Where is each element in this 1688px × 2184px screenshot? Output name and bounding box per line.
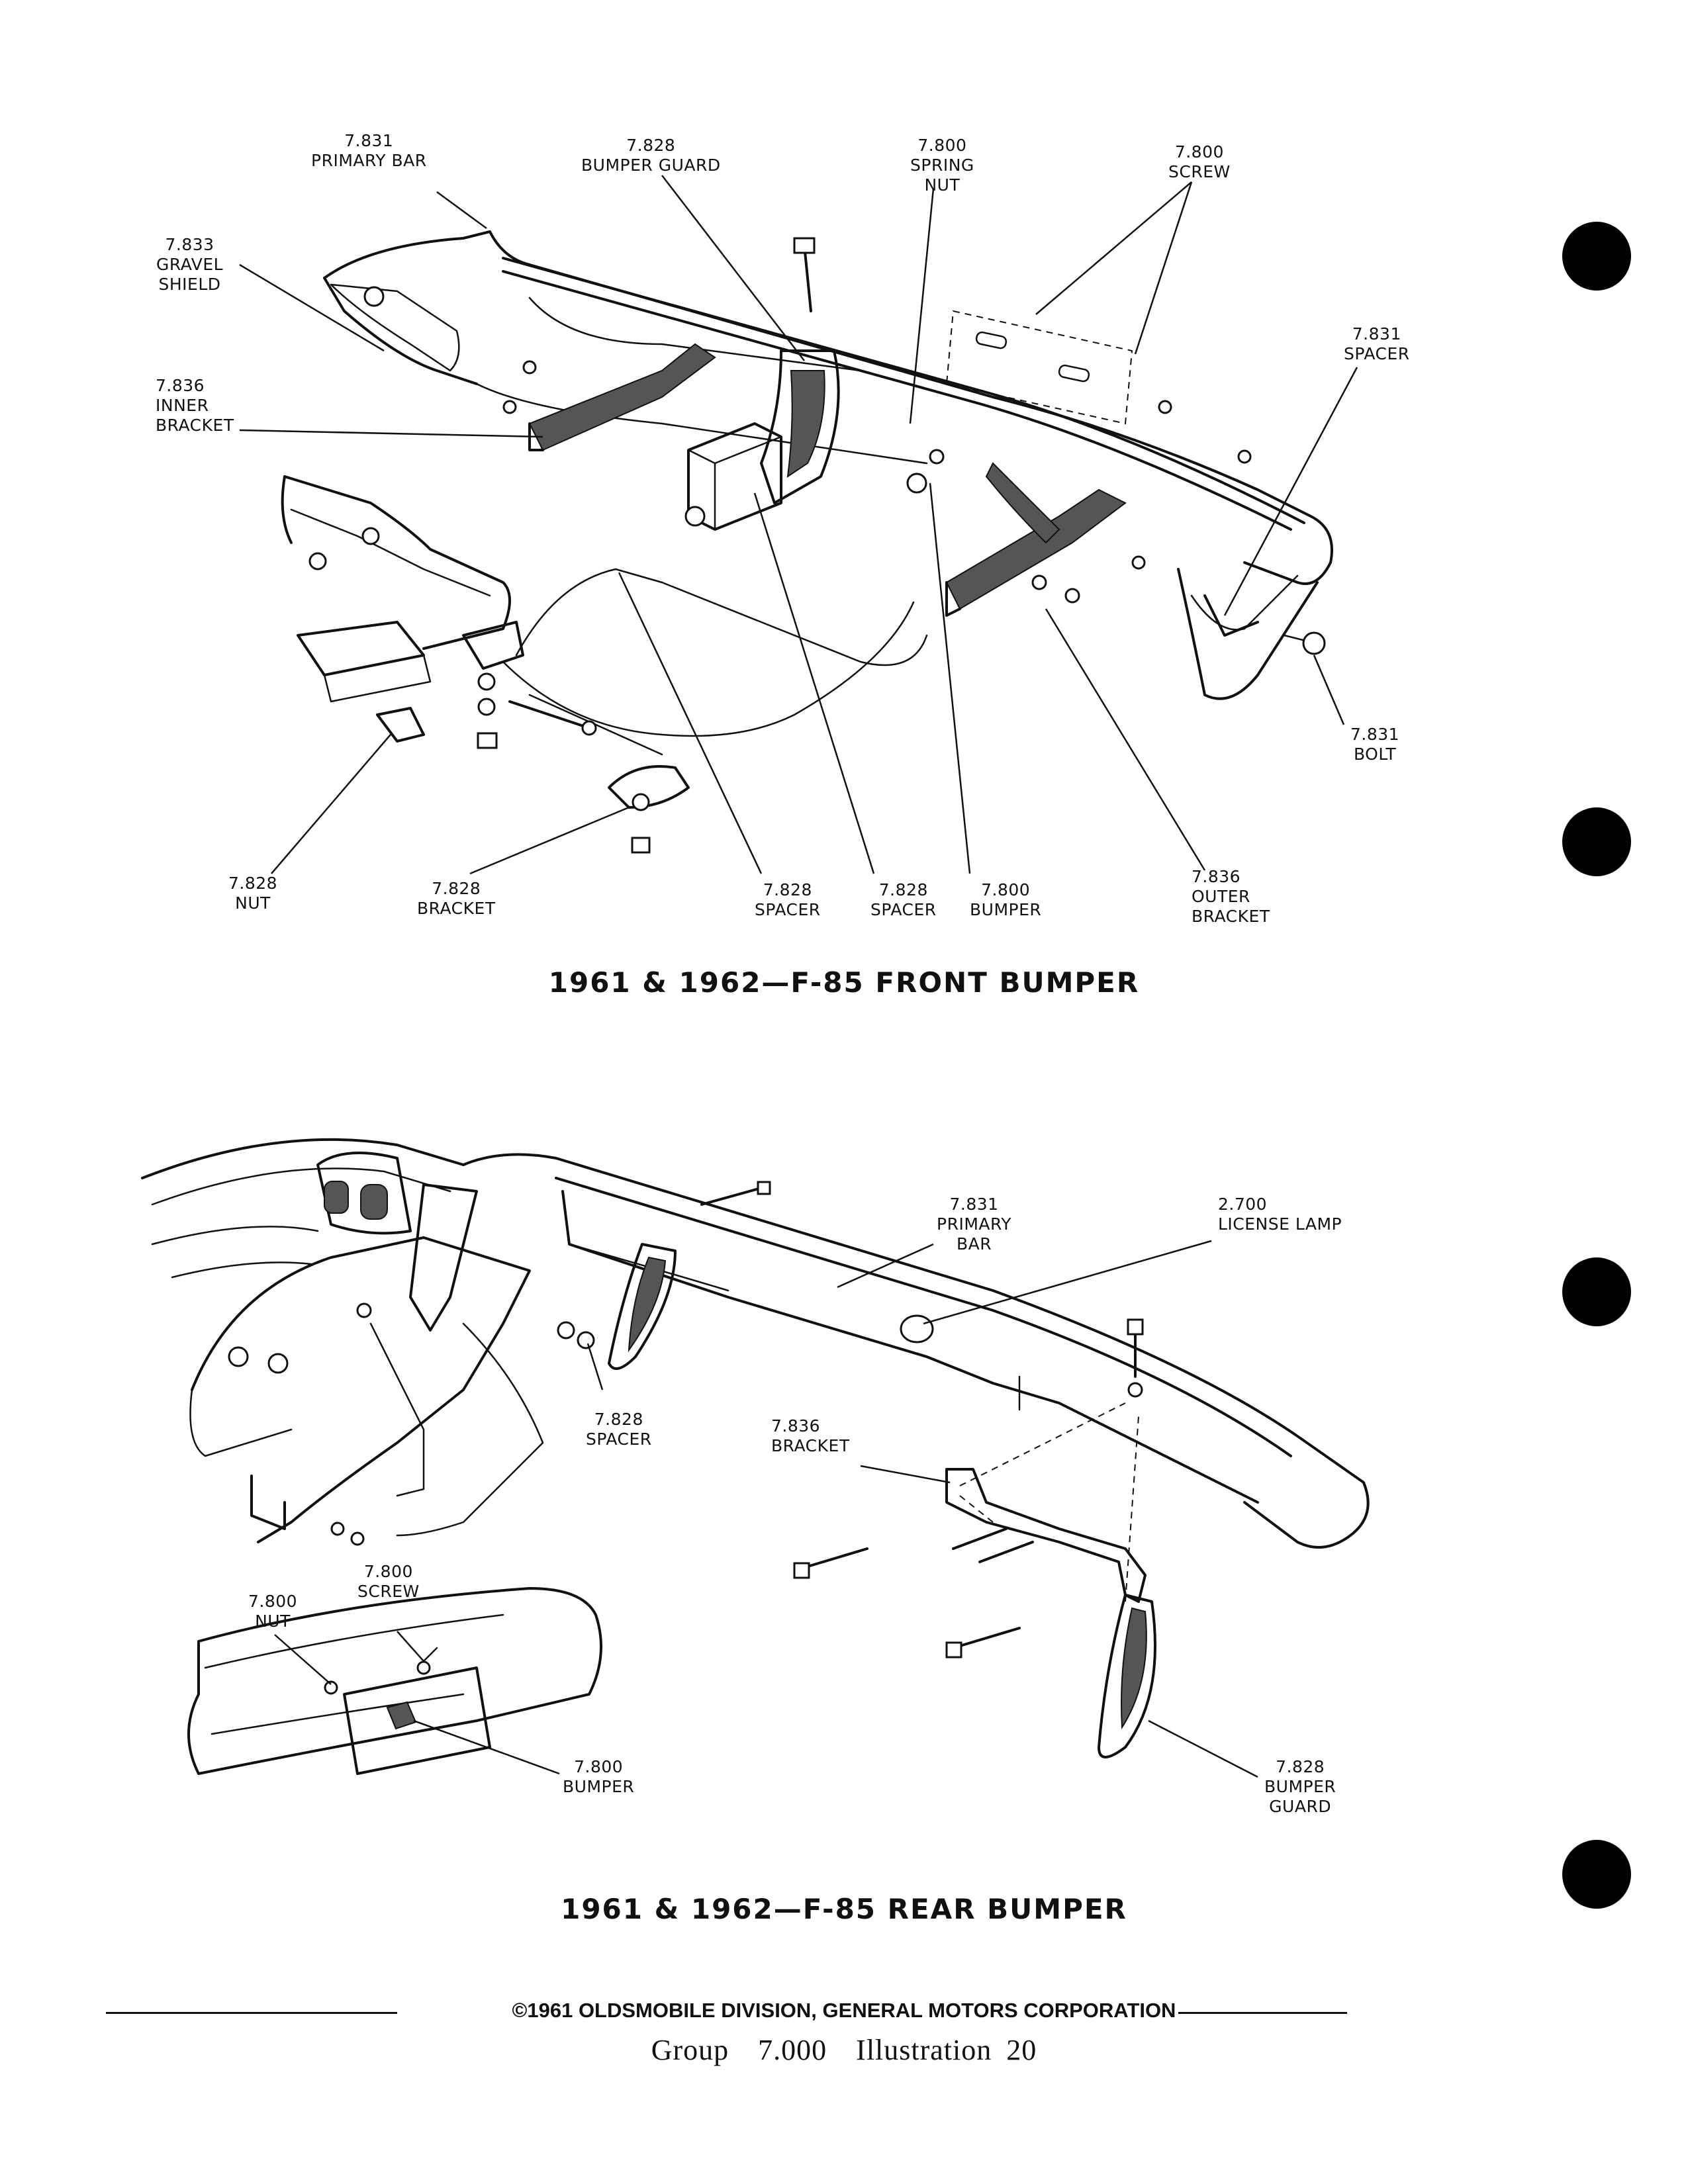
label-front-spacer-b: 7.828 SPACER bbox=[870, 880, 937, 920]
part-name: BAR bbox=[956, 1234, 992, 1253]
group-illustration-caption: Group 7.000 Illustration 20 bbox=[651, 2034, 1037, 2066]
label-front-outer-bracket: 7.836 OUTER BRACKET bbox=[1192, 867, 1270, 927]
label-front-bolt: 7.831 BOLT bbox=[1350, 725, 1399, 764]
label-front-bumper: 7.800 BUMPER bbox=[970, 880, 1041, 920]
part-number: 7.800 bbox=[981, 880, 1031, 899]
part-name: BUMPER bbox=[1264, 1777, 1336, 1796]
part-number: 7.828 bbox=[626, 136, 676, 155]
part-number: 7.833 bbox=[165, 235, 214, 254]
label-rear-license-lamp: 2.700 LICENSE LAMP bbox=[1218, 1195, 1342, 1234]
footer-rule-left bbox=[106, 2012, 397, 2014]
part-name: SPRING bbox=[910, 156, 974, 175]
label-rear-screw: 7.800 SCREW bbox=[357, 1562, 420, 1602]
part-name: NUT bbox=[255, 1612, 291, 1631]
part-number: 7.800 bbox=[363, 1562, 413, 1581]
part-name: NUT bbox=[924, 175, 961, 195]
label-front-screw: 7.800 SCREW bbox=[1168, 142, 1231, 182]
part-name: SCREW bbox=[357, 1582, 420, 1601]
part-name: BRACKET bbox=[417, 899, 496, 918]
rear-bumper-title: 1961 & 1962—F-85 REAR BUMPER bbox=[561, 1893, 1127, 1925]
part-name: SPACER bbox=[870, 900, 937, 919]
front-leader-lines bbox=[239, 175, 1358, 875]
part-number: 7.831 bbox=[1350, 725, 1400, 744]
label-front-gravel-shield: 7.833 GRAVEL SHIELD bbox=[156, 235, 223, 295]
part-name: SCREW bbox=[1168, 162, 1231, 181]
part-name: SPACER bbox=[1344, 344, 1410, 363]
part-number: 7.800 bbox=[574, 1757, 624, 1776]
part-name: NUT bbox=[235, 893, 271, 913]
label-rear-nut: 7.800 NUT bbox=[248, 1592, 297, 1631]
part-number: 7.836 bbox=[771, 1416, 821, 1435]
part-number: 7.828 bbox=[1276, 1757, 1325, 1776]
part-name: SPACER bbox=[586, 1430, 652, 1449]
part-name: INNER bbox=[156, 396, 209, 415]
label-rear-bumper-guard: 7.828 BUMPER GUARD bbox=[1264, 1757, 1336, 1817]
part-number: 7.831 bbox=[344, 131, 394, 150]
part-number: 7.831 bbox=[949, 1195, 999, 1214]
label-front-bumper-guard: 7.828 BUMPER GUARD bbox=[581, 136, 721, 175]
label-front-spacer-right: 7.831 SPACER bbox=[1344, 324, 1410, 364]
label-front-inner-bracket: 7.836 INNER BRACKET bbox=[156, 376, 234, 435]
label-rear-bumper: 7.800 BUMPER bbox=[563, 1757, 634, 1797]
binder-hole-1 bbox=[1562, 222, 1631, 291]
part-name: BUMPER bbox=[970, 900, 1042, 919]
part-name: SPACER bbox=[755, 900, 821, 919]
part-name: LICENSE LAMP bbox=[1218, 1214, 1342, 1234]
copyright-text: ©1961 OLDSMOBILE DIVISION, GENERAL MOTOR… bbox=[509, 1999, 1179, 2022]
front-bumper-title: 1961 & 1962—F-85 FRONT BUMPER bbox=[548, 966, 1140, 999]
part-name: BUMPER bbox=[563, 1777, 635, 1796]
part-name: BRACKET bbox=[156, 416, 234, 435]
binder-hole-4 bbox=[1562, 1840, 1631, 1909]
part-name: OUTER bbox=[1192, 887, 1250, 906]
label-front-nut: 7.828 NUT bbox=[228, 874, 277, 913]
label-front-spacer-a: 7.828 SPACER bbox=[755, 880, 821, 920]
part-number: 7.828 bbox=[432, 879, 481, 898]
part-number: 7.836 bbox=[156, 376, 205, 395]
part-name: BRACKET bbox=[771, 1436, 850, 1455]
part-number: 7.828 bbox=[228, 874, 278, 893]
label-front-spring-nut: 7.800 SPRING NUT bbox=[910, 136, 974, 195]
front-bumper-drawing bbox=[281, 230, 1333, 854]
label-rear-spacer: 7.828 SPACER bbox=[586, 1410, 652, 1449]
label-front-bracket: 7.828 BRACKET bbox=[417, 879, 496, 919]
copyright-notice: ©1961 OLDSMOBILE DIVISION, GENERAL MOTOR… bbox=[0, 1999, 1688, 2023]
part-name: BUMPER GUARD bbox=[581, 156, 721, 175]
part-name: SHIELD bbox=[158, 275, 221, 294]
part-name: PRIMARY bbox=[937, 1214, 1012, 1234]
binder-hole-3 bbox=[1562, 1257, 1631, 1326]
part-name: GRAVEL bbox=[156, 255, 224, 274]
label-front-primary-bar: 7.831 PRIMARY BAR bbox=[311, 131, 427, 171]
part-name: BRACKET bbox=[1192, 907, 1270, 926]
part-name: BOLT bbox=[1353, 745, 1397, 764]
part-number: 7.800 bbox=[1174, 142, 1224, 161]
part-number: 7.828 bbox=[878, 880, 928, 899]
label-rear-bracket: 7.836 BRACKET bbox=[771, 1416, 850, 1456]
part-name: PRIMARY BAR bbox=[311, 151, 427, 170]
rear-leader-lines bbox=[274, 1240, 1258, 1778]
rear-bumper-drawing bbox=[141, 1138, 1370, 1775]
part-number: 7.800 bbox=[248, 1592, 298, 1611]
label-rear-primary-bar: 7.831 PRIMARY BAR bbox=[937, 1195, 1011, 1254]
part-number: 7.831 bbox=[1352, 324, 1401, 343]
part-number: 2.700 bbox=[1218, 1195, 1268, 1214]
part-number: 7.836 bbox=[1192, 867, 1241, 886]
part-number: 7.800 bbox=[917, 136, 967, 155]
part-number: 7.828 bbox=[594, 1410, 643, 1429]
part-number: 7.828 bbox=[763, 880, 812, 899]
part-name: GUARD bbox=[1269, 1797, 1332, 1816]
binder-hole-2 bbox=[1562, 807, 1631, 876]
